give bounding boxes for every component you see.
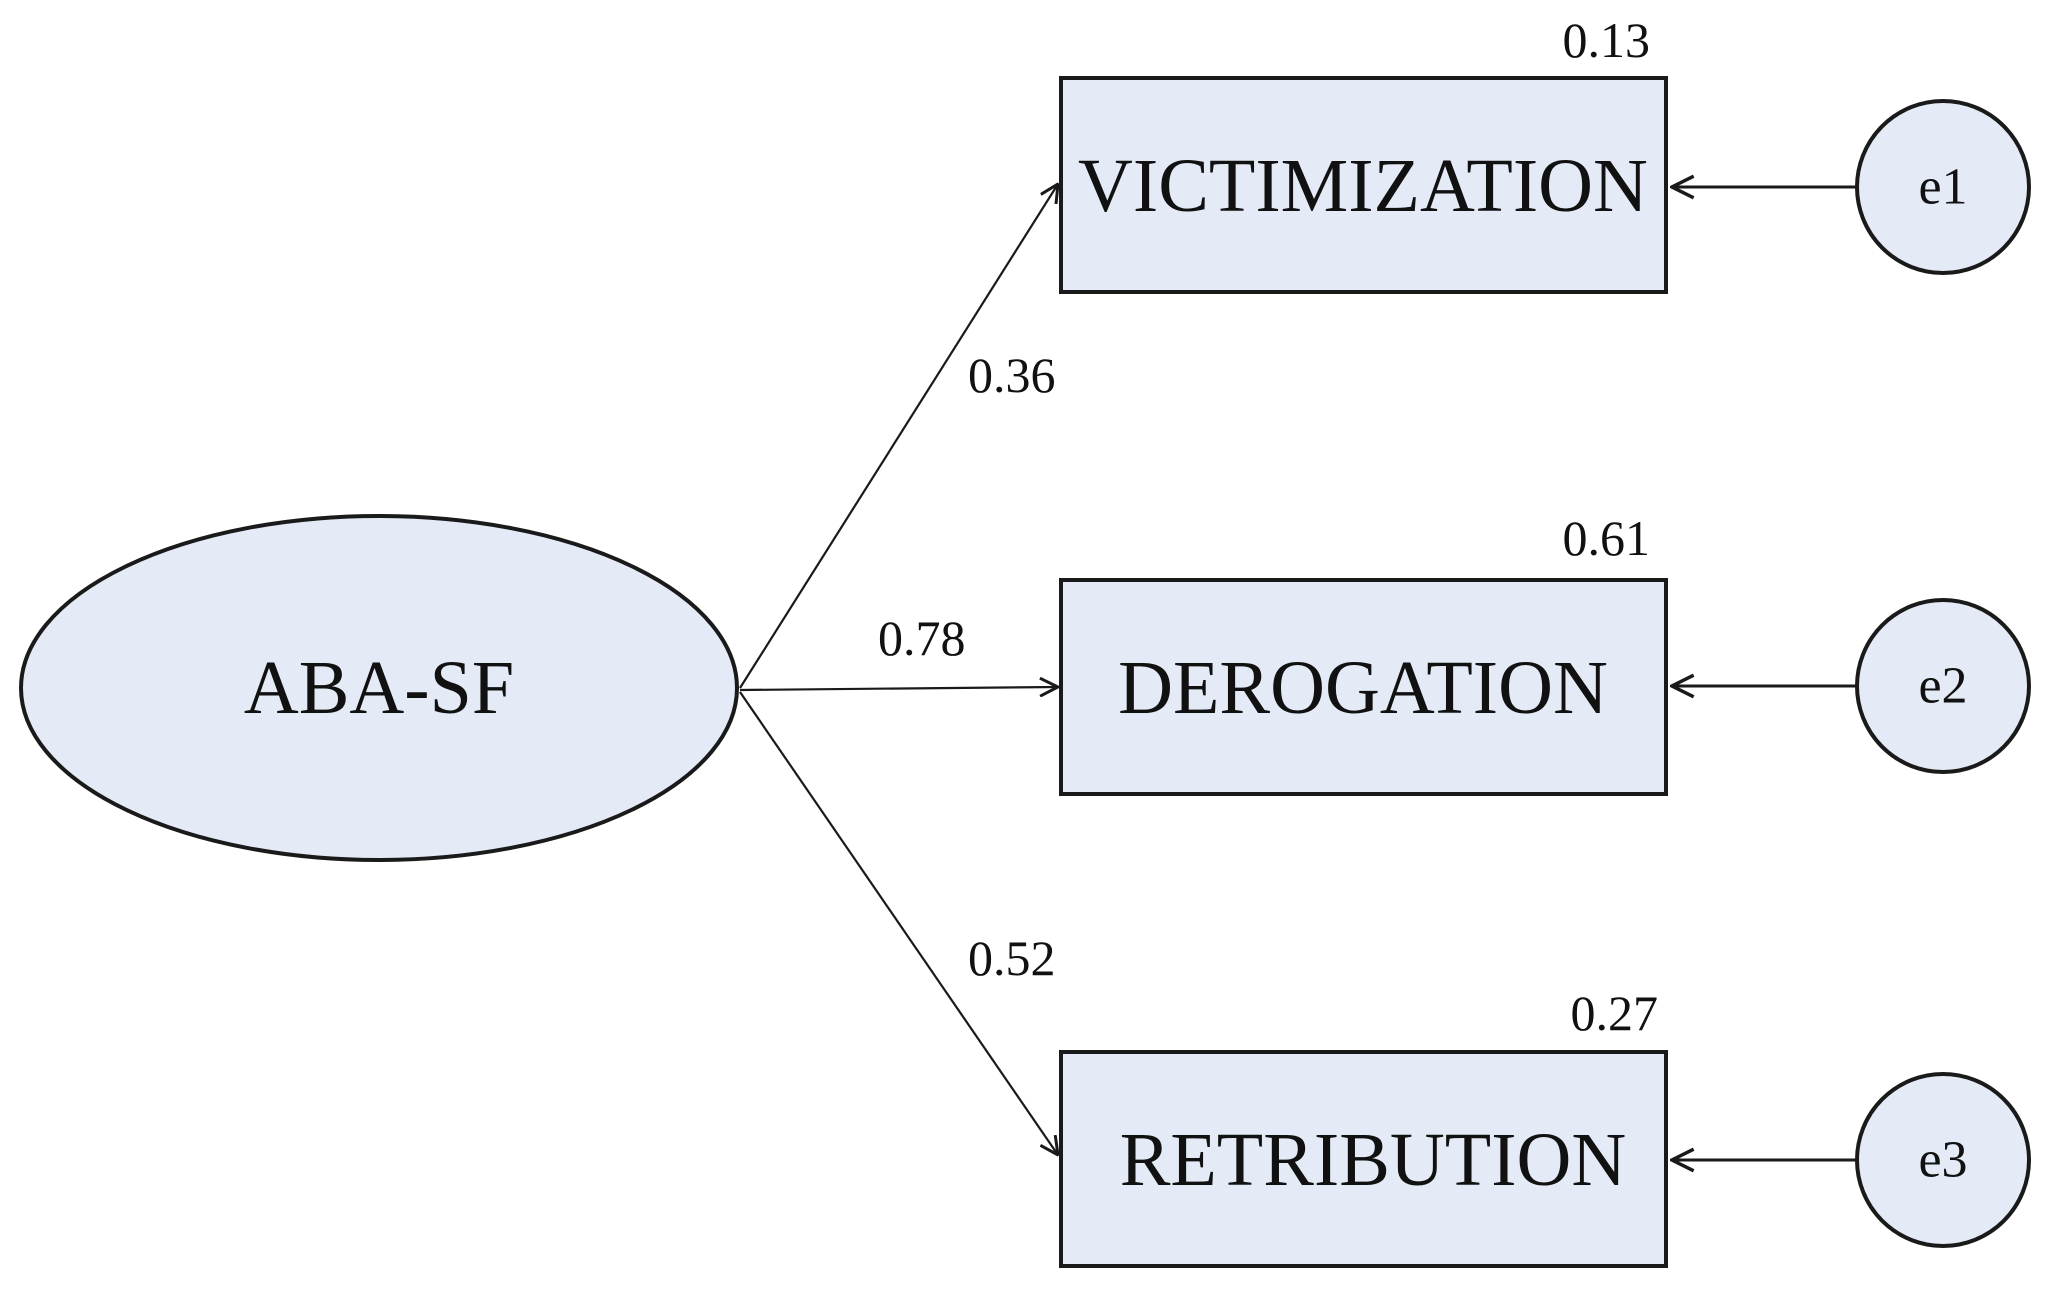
path-retribution <box>739 691 1058 1155</box>
path-victimization <box>739 184 1058 689</box>
error-label: e2 <box>1918 658 1967 715</box>
error-e2: e2 <box>1672 598 2031 774</box>
loading-derogation: 0.78 <box>878 610 966 666</box>
latent-node: ABA-SF <box>19 514 739 862</box>
r-squared-victimization: 0.13 <box>1563 12 1651 68</box>
error-circle <box>1855 598 2031 774</box>
path-derogation <box>739 687 1058 690</box>
error-circle <box>1855 99 2031 275</box>
r-squared-derogation: 0.61 <box>1563 510 1651 566</box>
indicator-box <box>1059 1050 1668 1268</box>
r-squared-retribution: 0.27 <box>1571 985 1659 1041</box>
loading-paths <box>739 184 1058 1155</box>
error-label: e1 <box>1918 159 1967 216</box>
loading-retribution: 0.52 <box>968 930 1056 986</box>
error-e1: e1 <box>1672 99 2031 275</box>
error-circle <box>1855 1072 2031 1248</box>
error-e3: e3 <box>1672 1072 2031 1248</box>
indicator-retribution: RETRIBUTION 0.27 <box>1059 985 1668 1268</box>
latent-ellipse <box>19 514 739 862</box>
indicator-box <box>1059 76 1668 294</box>
error-label: e3 <box>1918 1132 1967 1189</box>
indicator-box <box>1059 578 1668 796</box>
loading-victimization: 0.36 <box>968 347 1056 403</box>
indicator-derogation: DEROGATION 0.61 <box>1059 510 1668 796</box>
indicator-label: VICTIMIZATION <box>1078 144 1648 228</box>
indicator-label: DEROGATION <box>1118 646 1608 730</box>
indicator-label: RETRIBUTION <box>1120 1118 1627 1202</box>
loading-labels: 0.36 0.78 0.52 <box>878 347 1056 986</box>
latent-label: ABA-SF <box>244 646 514 730</box>
indicator-victimization: VICTIMIZATION 0.13 <box>1059 12 1668 294</box>
